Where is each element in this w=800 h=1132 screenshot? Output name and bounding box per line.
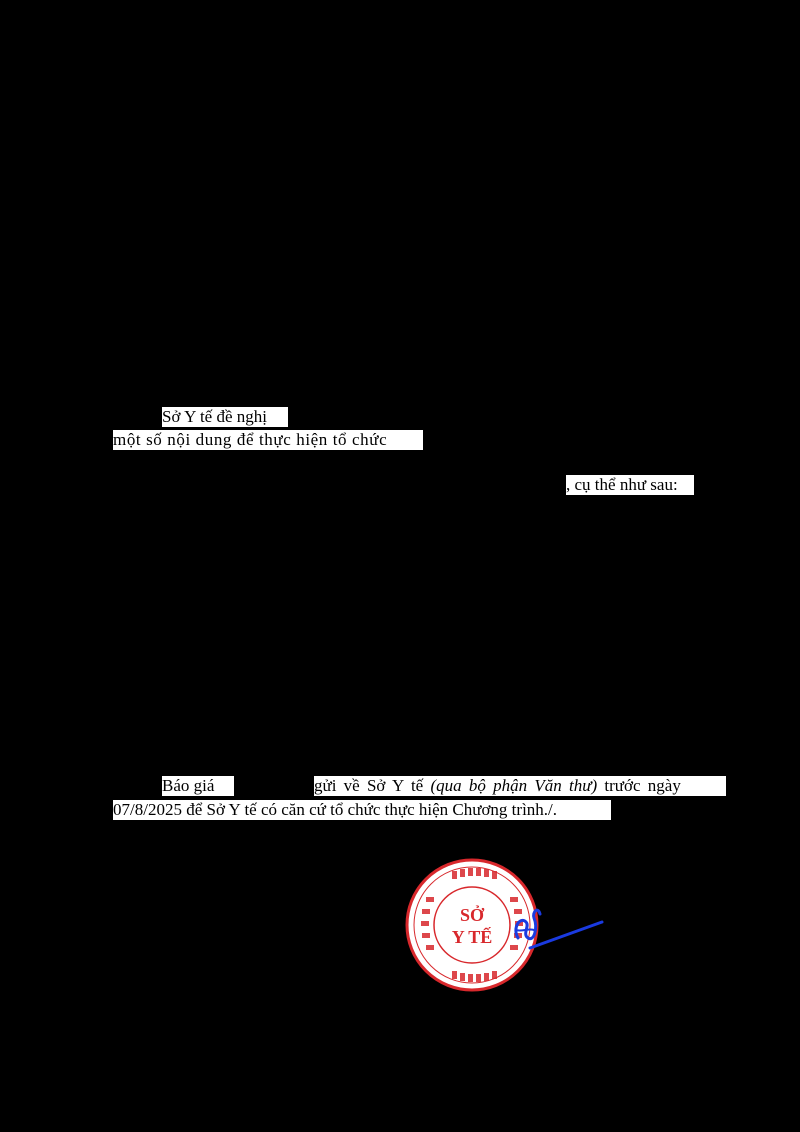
intro-text-3: , cụ thể như sau: xyxy=(566,475,678,494)
closing-part-1: Báo giá xyxy=(162,776,234,796)
closing-part-2: gửi về Sở Y tế (qua bộ phận Văn thư) trư… xyxy=(314,776,726,796)
closing-text-1: Báo giá xyxy=(162,776,215,795)
seal-text-top: SỞ xyxy=(460,904,485,925)
paragraph-intro-line-1: Sở Y tế đề nghị xyxy=(162,407,288,427)
closing-italic: (qua bộ phận Văn thư) xyxy=(430,776,598,795)
closing-text-4: 07/8/2025 để Sở Y tế có căn cứ tổ chức t… xyxy=(113,800,558,819)
official-seal-stamp: SỞ Y TẾ xyxy=(405,858,539,992)
closing-line-2: 07/8/2025 để Sở Y tế có căn cứ tổ chức t… xyxy=(113,800,611,820)
handwritten-signature xyxy=(514,908,604,950)
closing-text-2: gửi về Sở Y tế xyxy=(314,776,424,795)
seal-text-bottom: Y TẾ xyxy=(452,926,493,947)
closing-text-3: trước ngày xyxy=(604,776,681,795)
intro-text-1: Sở Y tế đề nghị xyxy=(162,407,267,426)
intro-text-2: một số nội dung để thực hiện tổ chức xyxy=(113,430,388,449)
paragraph-intro-line-2: một số nội dung để thực hiện tổ chức xyxy=(113,430,423,450)
paragraph-intro-line-3: , cụ thể như sau: xyxy=(566,475,694,495)
